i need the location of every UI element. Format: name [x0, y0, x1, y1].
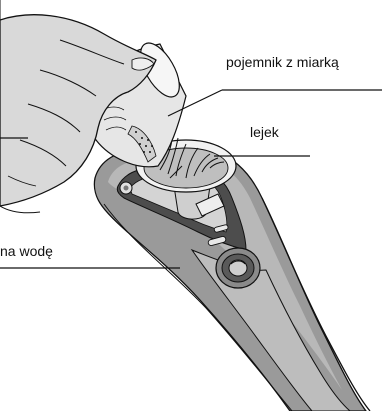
device-body: [94, 150, 370, 411]
label-funnel: lejek: [250, 124, 279, 140]
label-measuring-cup: pojemnik z miarką: [226, 54, 339, 70]
power-button: [216, 248, 260, 288]
label-water-tank: na wodę: [0, 243, 53, 259]
